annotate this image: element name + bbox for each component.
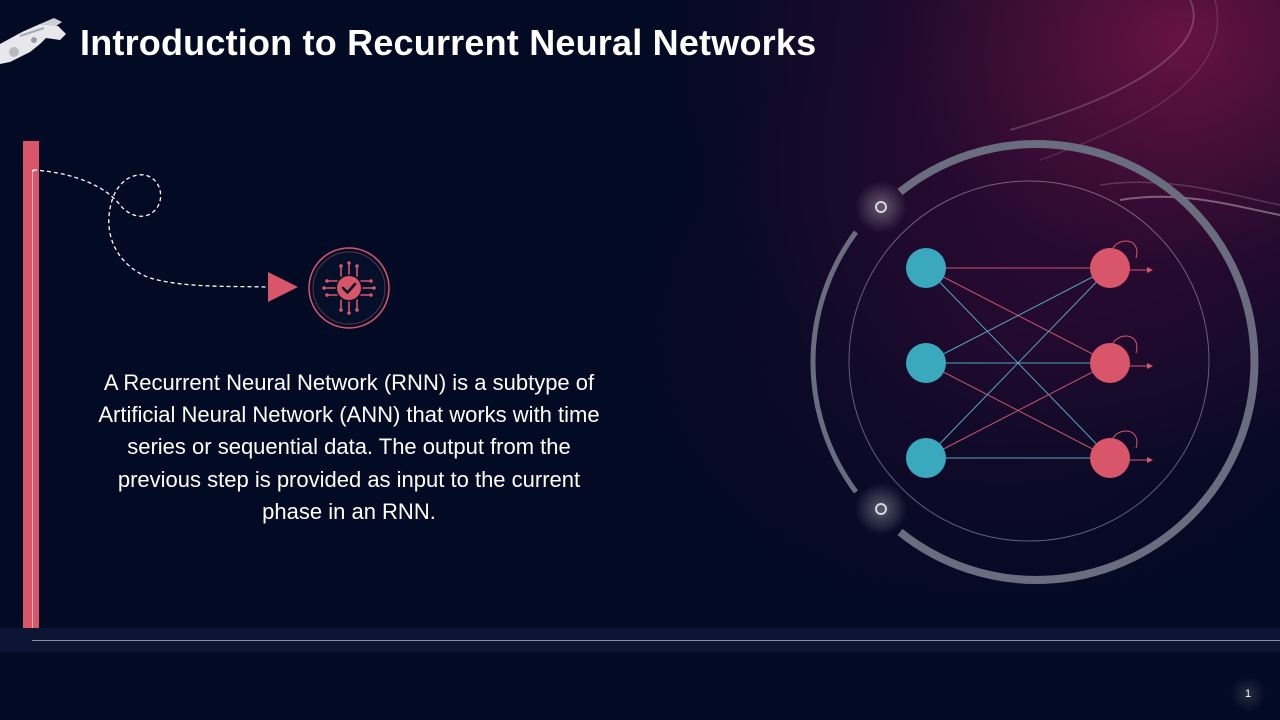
recurrent-loops (1107, 240, 1153, 463)
ring-knob-bottom (855, 483, 907, 535)
ring-knob-top (855, 181, 907, 233)
play-triangle-icon (268, 272, 298, 302)
robot-hand-icon (0, 18, 66, 64)
dashed-path (32, 169, 267, 288)
chip-check-icon (308, 247, 390, 329)
description-paragraph: A Recurrent Neural Network (RNN) is a su… (98, 370, 600, 524)
accent-side-bar (23, 141, 39, 652)
page-number: 1 (1230, 676, 1266, 712)
input-nodes (906, 248, 946, 478)
output-nodes (1090, 248, 1130, 478)
inner-ring (848, 180, 1210, 542)
outer-ring (810, 140, 1259, 584)
connection-lines (925, 265, 1111, 461)
frame-bottom-line (32, 640, 1280, 641)
slide-title: Introduction to Recurrent Neural Network… (80, 22, 817, 63)
frame-vertical-line (32, 170, 33, 640)
